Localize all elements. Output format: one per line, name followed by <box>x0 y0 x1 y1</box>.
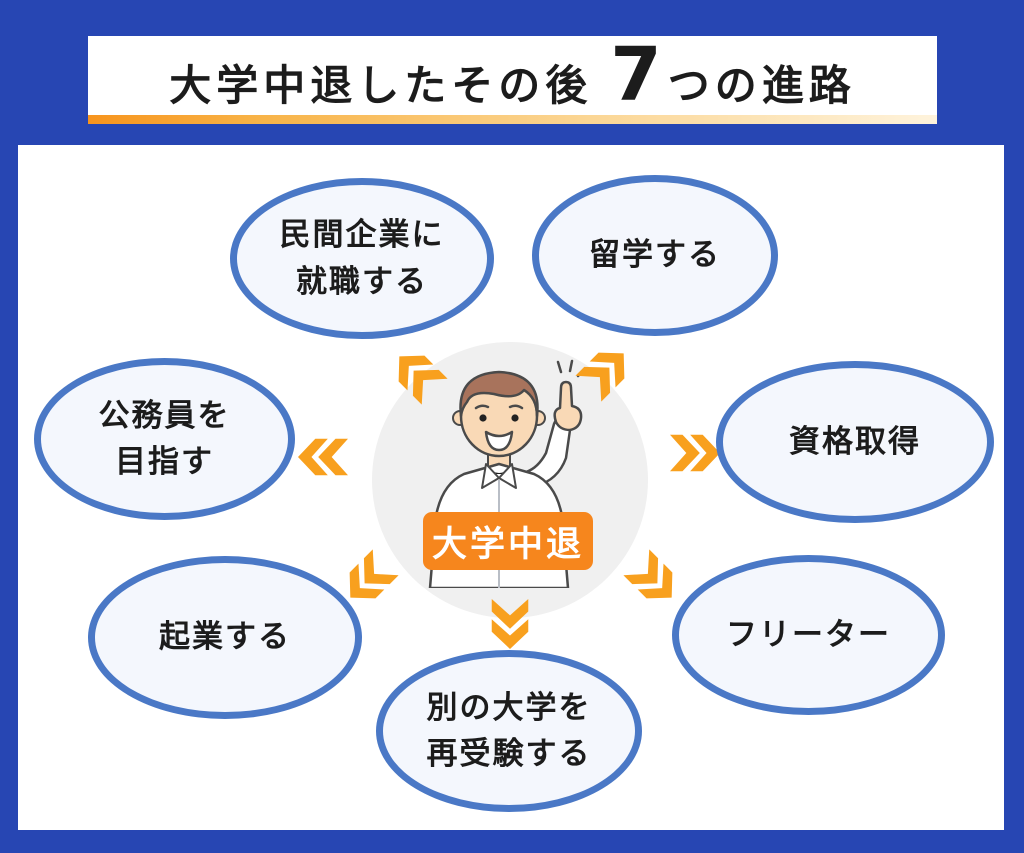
node-civil-servant: 公務員を 目指す <box>34 358 295 520</box>
arrow-to-another-university-icon <box>490 599 530 649</box>
center-label: 大学中退 <box>423 512 593 570</box>
header-bar: 大学中退したその後 7 つの進路 <box>88 36 937 124</box>
page-title: 大学中退したその後 7 つの進路 <box>88 36 937 115</box>
node-start-business: 起業する <box>88 556 362 719</box>
node-label-line: 再受験する <box>426 736 592 772</box>
arrow-to-study-abroad-icon <box>574 339 638 403</box>
arrow-to-private-company-icon <box>385 342 449 406</box>
node-label-line: フリーター <box>726 616 891 653</box>
node-label-line: 別の大学を <box>426 689 592 726</box>
arrow-to-freeter-icon <box>622 548 686 612</box>
node-study-abroad: 留学する <box>532 175 778 336</box>
node-label-line: 留学する <box>589 237 721 274</box>
node-label-line: 公務員を <box>98 397 231 434</box>
center-label-text: 大学中退 <box>431 524 584 565</box>
arrow-to-qualification-icon <box>670 433 720 473</box>
node-private-company: 民間企業に 就職する <box>230 178 494 339</box>
node-label-line: 資格取得 <box>789 423 921 460</box>
title-suffix: つの進路 <box>667 61 856 110</box>
node-qualification: 資格取得 <box>716 361 994 523</box>
node-another-university: 別の大学を 再受験する <box>376 650 642 812</box>
arrow-to-civil-servant-icon <box>298 437 348 477</box>
node-label-line: 起業する <box>159 619 291 656</box>
node-freeter: フリーター <box>672 555 945 715</box>
node-label-line: 民間企業に <box>279 217 445 253</box>
title-number: 7 <box>610 32 662 118</box>
arrow-to-start-business-icon <box>336 548 400 612</box>
title-prefix: 大学中退したその後 <box>169 61 593 110</box>
title-accent-bar <box>88 115 937 124</box>
node-label-line: 目指す <box>115 444 214 480</box>
node-label-line: 就職する <box>296 263 428 300</box>
